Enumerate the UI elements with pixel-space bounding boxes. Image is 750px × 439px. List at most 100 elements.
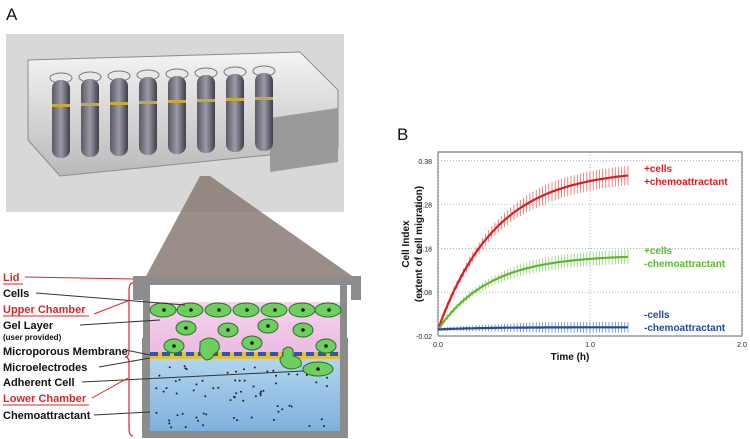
chemoattractant-dot <box>170 426 173 429</box>
chemoattractant-dot <box>168 419 171 422</box>
cell-nucleus <box>189 308 193 312</box>
insert-right-wall <box>340 285 347 353</box>
chemoattractant-dot <box>235 370 238 373</box>
membrane-pore <box>162 352 170 356</box>
well-tube <box>168 76 186 154</box>
xtick-label: 2.0 <box>737 342 747 349</box>
lid-right-lip <box>351 276 361 300</box>
membrane-base <box>150 352 340 359</box>
chemoattractant-dot <box>236 419 239 422</box>
membrane-pore <box>270 352 278 356</box>
membrane-pore <box>186 352 194 356</box>
chemoattractant-dot <box>165 387 168 390</box>
chemoattractant-dot <box>233 417 235 419</box>
y-axis-label-secondary: (extent of cell migration) <box>414 186 425 302</box>
chemoattractant-dot <box>259 394 262 397</box>
panel-label-a: A <box>6 5 18 24</box>
chemoattractant-dot <box>183 365 186 368</box>
well-membrane-band <box>139 101 157 104</box>
device-tray-side <box>270 108 338 172</box>
chemoattractant-dot <box>174 380 177 383</box>
well-membrane-band <box>52 104 70 107</box>
chemoattractant-dot <box>323 425 325 428</box>
leader-line <box>93 299 131 315</box>
chemoattractant-dot <box>201 379 204 382</box>
chemoattractant-dot <box>184 367 187 370</box>
chemoattractant-dot <box>178 378 181 381</box>
chemoattractant-dot <box>205 413 208 416</box>
cell-nucleus <box>184 326 188 330</box>
ytick-label: 0.38 <box>418 159 432 166</box>
chemoattractant-dot <box>243 379 246 382</box>
diagram-label-0: Lid <box>3 272 20 284</box>
well-tube <box>226 74 244 152</box>
series-label: +cells <box>644 164 673 175</box>
chemoattractant-dot <box>252 385 255 388</box>
chemoattractant-dot <box>296 373 299 376</box>
panel-label-b: B <box>397 125 408 144</box>
diagram-label-6: Microelectrodes <box>3 362 87 374</box>
well-membrane-band <box>81 103 99 106</box>
migrating-cell <box>279 346 302 370</box>
chemoattractant-dot <box>272 369 275 372</box>
leader-line <box>98 357 151 368</box>
chemoattractant-dot <box>288 404 291 407</box>
membrane-pore <box>150 352 158 356</box>
chemoattractant-dot <box>235 392 238 395</box>
microporous-membrane <box>150 352 340 359</box>
diagram-label-2: Upper Chamber <box>3 304 86 316</box>
insert-left-wall <box>143 285 150 353</box>
series-line <box>437 255 629 331</box>
leader-line <box>81 370 305 383</box>
chamber-bracket <box>124 282 134 437</box>
cell-nucleus <box>273 308 277 312</box>
chemoattractant-dot <box>168 422 171 425</box>
chemoattractant-dot <box>242 399 245 402</box>
series-label: -chemoattractant <box>644 259 726 270</box>
cell-nucleus <box>226 328 230 332</box>
well-tube <box>110 78 128 156</box>
leader-line <box>79 319 161 326</box>
series-label: +cells <box>644 246 673 257</box>
cell-nucleus <box>245 308 249 312</box>
chemoattractant-dot <box>242 368 245 371</box>
cell-nucleus <box>324 344 328 348</box>
chemoattractant-dot <box>326 376 328 379</box>
chemoattractant-dot <box>229 399 232 402</box>
well-membrane-band <box>110 102 128 105</box>
cell-nucleus <box>217 308 221 312</box>
series-2: -cells -chemoattractant <box>437 310 726 334</box>
series-line <box>436 174 629 330</box>
chemoattractant-dot <box>281 408 284 411</box>
chemoattractant-dot <box>197 419 199 422</box>
chemoattractant-dot <box>262 389 265 392</box>
chemoattractant-dot <box>276 405 279 408</box>
chemoattractant-dot <box>238 379 241 382</box>
series-0: +cells+chemoattractant <box>436 164 728 330</box>
chemoattractant-dot <box>259 392 262 395</box>
series-label: -cells <box>644 310 670 321</box>
chemoattractant-dot <box>226 371 229 374</box>
well-tube <box>81 79 99 157</box>
chemoattractant-dot <box>254 395 257 398</box>
xtick-label: 1.0 <box>585 342 595 349</box>
well-tube <box>255 73 273 151</box>
lid-left-lip <box>133 276 143 300</box>
chemoattractant-dot <box>155 387 158 390</box>
chemoattractant-dot <box>250 416 253 419</box>
chemoattractant-dot <box>253 366 256 369</box>
chemoattractant-dot <box>195 416 198 419</box>
chemoattractant-dot <box>277 410 280 413</box>
chemoattractant-dot <box>155 411 158 414</box>
device-wells <box>49 65 276 158</box>
membrane-pore <box>222 352 230 356</box>
diagram-label-1: Cells <box>3 288 29 300</box>
series-label: -chemoattractant <box>644 323 726 334</box>
leader-line <box>24 276 134 280</box>
chemoattractant-dot <box>260 390 263 393</box>
xtick-label: 0.0 <box>433 342 443 349</box>
chemoattractant-dot <box>266 370 269 373</box>
chemoattractant-dot <box>272 418 275 421</box>
ytick-label: 0.28 <box>418 203 432 210</box>
